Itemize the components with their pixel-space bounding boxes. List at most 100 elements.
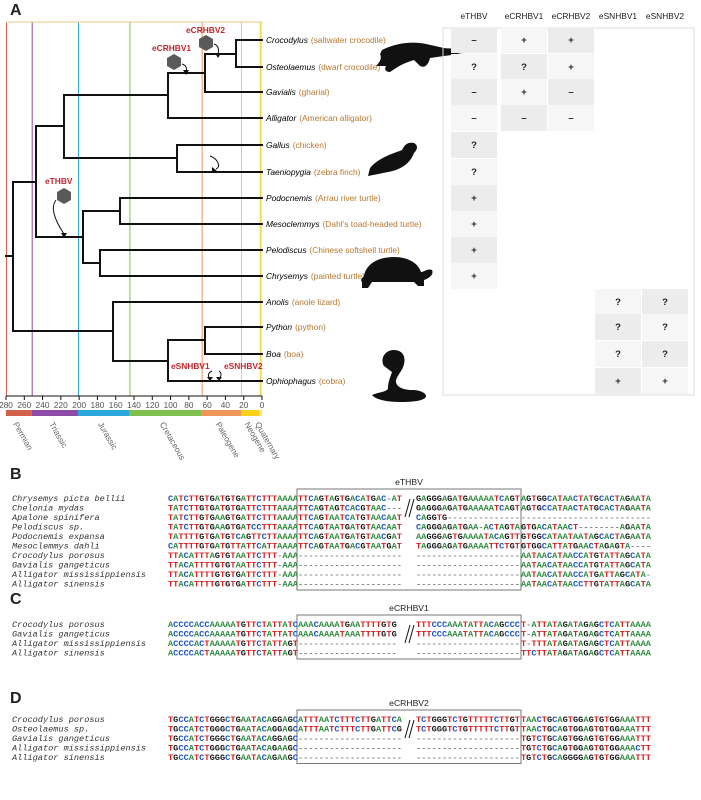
sequence-segment: TTACATTTTGTGTGATTCTTT-AAA: [168, 570, 299, 580]
matrix-cell-value: –: [471, 87, 476, 98]
matrix-cell-value: ?: [662, 297, 668, 308]
sequence-segment: ACCCCACCAAAAATGTTCTATTATC: [168, 620, 298, 630]
sequence-segment: -------------------: [298, 639, 397, 649]
matrix-cell-value: ?: [521, 62, 527, 73]
panel-label-b: B: [10, 466, 22, 483]
sequence-segment: --------------------: [416, 734, 520, 744]
break-mark-icon: [404, 719, 415, 739]
matrix-cell-value: +: [521, 87, 527, 98]
sequence-segment: --------------------: [416, 649, 520, 659]
axis-tick-label: 160: [109, 400, 123, 410]
matrix-cell-value: ?: [471, 140, 477, 151]
sequence-segment: TATCTTGTGATGTGATTCTTTAAAA: [168, 504, 299, 514]
esnhbv1-label: eSNHBV1: [171, 361, 210, 371]
sequence-segment: --------------------: [416, 561, 520, 571]
sequence-species-name: Alligator mississippiensis: [11, 639, 146, 649]
matrix-cell: [548, 27, 594, 53]
period-bar: [129, 410, 202, 416]
sequence-segment: --------------------: [416, 580, 520, 590]
sequence-segment: AGTGGCATAACTATGCACTAGAATA: [521, 494, 652, 504]
sequence-species-name: Chelonia mydas: [12, 504, 84, 514]
sequence-species-name: Alligator sinensis: [11, 753, 105, 763]
taxon-label: Chrysemys(painted turtle): [266, 271, 365, 281]
sequence-segment: GTGGCATAATAATAGCACTAGAATA: [521, 532, 652, 542]
arrow-heads: [61, 53, 222, 381]
matrix-cell: [548, 79, 594, 105]
sequence-segment: AAACAAAATGAATTTTGTG: [298, 620, 397, 630]
panel-label-d: D: [10, 690, 22, 707]
sequence-segment: TTCAGTAATCATGTAACAAT: [298, 513, 402, 523]
sequence-species-name: Apalone spinifera: [11, 513, 100, 523]
sequence-segment: T-ATTATAGATAGAGCTCATTAAAA: [521, 620, 652, 630]
matrix-cell-value: ?: [471, 62, 477, 73]
matrix-cell: [501, 105, 547, 131]
taxon-labels: Crocodylus(saltwater crocodile) Osteolae…: [265, 35, 422, 386]
sequence-segment: TATCTTGTGAAGTGATTCTTTAAAA: [168, 513, 299, 523]
axis-tick-label: 180: [91, 400, 105, 410]
matrix-cell: [595, 341, 641, 367]
taxon-label: Mesoclemmys(Dahl’s toad-headed turtle): [266, 219, 422, 229]
sequence-segment: TGCCATCTGGGCTGAATACAGGAGC: [168, 734, 298, 744]
matrix-cell-value: +: [662, 376, 668, 387]
sequence-segment: TTCTTATAGATAGAGCTCATTAAAA: [521, 649, 652, 659]
matrix-cell-value: +: [568, 62, 574, 73]
virus-hexagon-icon: [167, 54, 181, 70]
sequence-segment: AAGGGAGTGAAAATACAGTT: [416, 532, 520, 542]
sequence-species-name: Alligator mississippiensis: [11, 570, 146, 580]
sequence-segment: AATAACATAACCATGATTAGCATA-: [521, 570, 651, 580]
arrow-icon: [213, 43, 219, 55]
sequence-segment: ACCCCACTAAAAATGTTCTATTAGT: [168, 639, 298, 649]
taxon-label: Gavialis(gharial): [266, 87, 330, 97]
insertion-box: [296, 614, 522, 660]
period-name: Triassic: [47, 420, 70, 449]
insertion-box: [296, 488, 522, 591]
sequence-segment: AATAACATAACCATGTATTAGCATA: [521, 551, 652, 561]
sequence-segment: TGCCATCTGGGCTGAATACAGGAGC: [168, 725, 298, 735]
insertion-events: eCRHBV2 eCRHBV1 eTHBV eSNHBV1 eSNHBV2: [45, 25, 263, 371]
sequence-species-name: Chrysemys picta bellii: [12, 494, 125, 504]
sequence-segment: -------------------: [298, 649, 397, 659]
taxon-label: Osteolaemus(dwarf crocodile): [266, 62, 380, 72]
taxon-label: Alligator(American alligator): [265, 113, 372, 123]
sequence-segment: ATTTAATCTTTCTTGATTCG: [298, 725, 402, 735]
insertion-box: [296, 709, 522, 764]
matrix-cell: [642, 314, 688, 340]
sequence-segment: CAGGGAGATGAA-ACTAGTA: [416, 523, 521, 533]
panel-label-a: A: [10, 2, 22, 19]
matrix-column-header: eTHBV: [461, 11, 488, 21]
sequence-segment: TAGGGAGATGAAAATTCTGT: [416, 542, 520, 552]
matrix-cell: [642, 368, 688, 394]
matrix-cell: [642, 341, 688, 367]
sequence-segment: AATAACATAACCTTGTATTAGCATA: [521, 580, 652, 590]
virus-hexagon-icon: [199, 35, 213, 51]
matrix-cell: [548, 54, 594, 80]
sequence-segment: T-ATTATAGATAGAGCTCATTAAAA: [521, 630, 652, 640]
matrix-cell: [451, 132, 497, 158]
sequence-segment: TCTGGGTCTGTTTTTCTTGT: [416, 725, 520, 735]
axis-tick-label: 20: [239, 400, 249, 410]
sequence-species-name: Podocnemis expansa: [12, 532, 105, 542]
sequence-segment: TGTCTGCAGTGGAGTGTGGAAATTT: [521, 734, 651, 744]
sequence-segment: CATTTTGTGATGTTATTCATTAAAA: [168, 542, 299, 552]
ecrhbv1-label: eCRHBV1: [152, 43, 191, 53]
axis-tick-label: 220: [54, 400, 68, 410]
period-name: Permian: [11, 420, 35, 452]
matrix-cell-value: +: [471, 245, 477, 256]
sequence-segment: ACCCCACCAAAAATGTTCTATTATC: [168, 630, 298, 640]
matrix-cells: –++??+–+––––??++++??????++: [451, 27, 688, 394]
period-bar: [201, 410, 241, 416]
sequence-segment: TGTCTGCAGGGGAGTGTGGAAATTT: [521, 753, 651, 763]
sequence-segment: TTCAGTAATGATGTAACGAT: [298, 532, 402, 542]
taxon-label: Boa(boa): [266, 349, 304, 359]
axis-tick-label: 120: [145, 400, 159, 410]
cobra-icon: [372, 350, 426, 402]
matrix-cell: [501, 54, 547, 80]
sequence-species-name: Alligator sinensis: [11, 649, 105, 659]
sequence-segment: GTGGCATTATGAACTAGAGTA----: [521, 542, 651, 552]
sequence-species-name: Alligator mississippiensis: [11, 744, 146, 754]
axis-tick-label: 140: [127, 400, 141, 410]
sequence-segment: --------------------: [416, 570, 520, 580]
taxon-label: Pelodiscus(Chinese softshell turtle): [266, 245, 400, 255]
